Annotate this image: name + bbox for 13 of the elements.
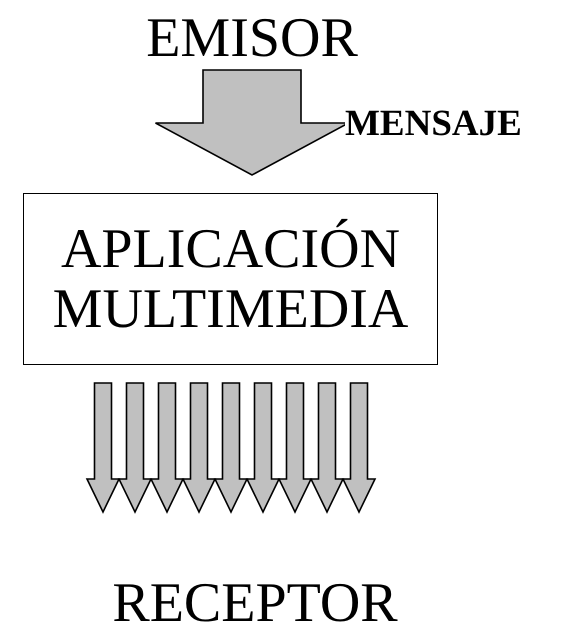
block-arrow — [86, 382, 120, 514]
block-arrow — [310, 382, 344, 514]
node-label: RECEPTOR — [112, 573, 398, 632]
block-arrow — [182, 382, 216, 514]
block-arrow — [214, 382, 248, 514]
block-arrow — [118, 382, 152, 514]
process-box — [23, 193, 438, 365]
node-label: EMISOR — [146, 8, 358, 68]
box-label: APLICACIÓN MULTIMEDIA — [52, 219, 410, 339]
block-arrow — [342, 382, 376, 514]
block-arrow — [150, 382, 184, 514]
block-arrow — [278, 382, 312, 514]
block-arrow — [246, 382, 280, 514]
